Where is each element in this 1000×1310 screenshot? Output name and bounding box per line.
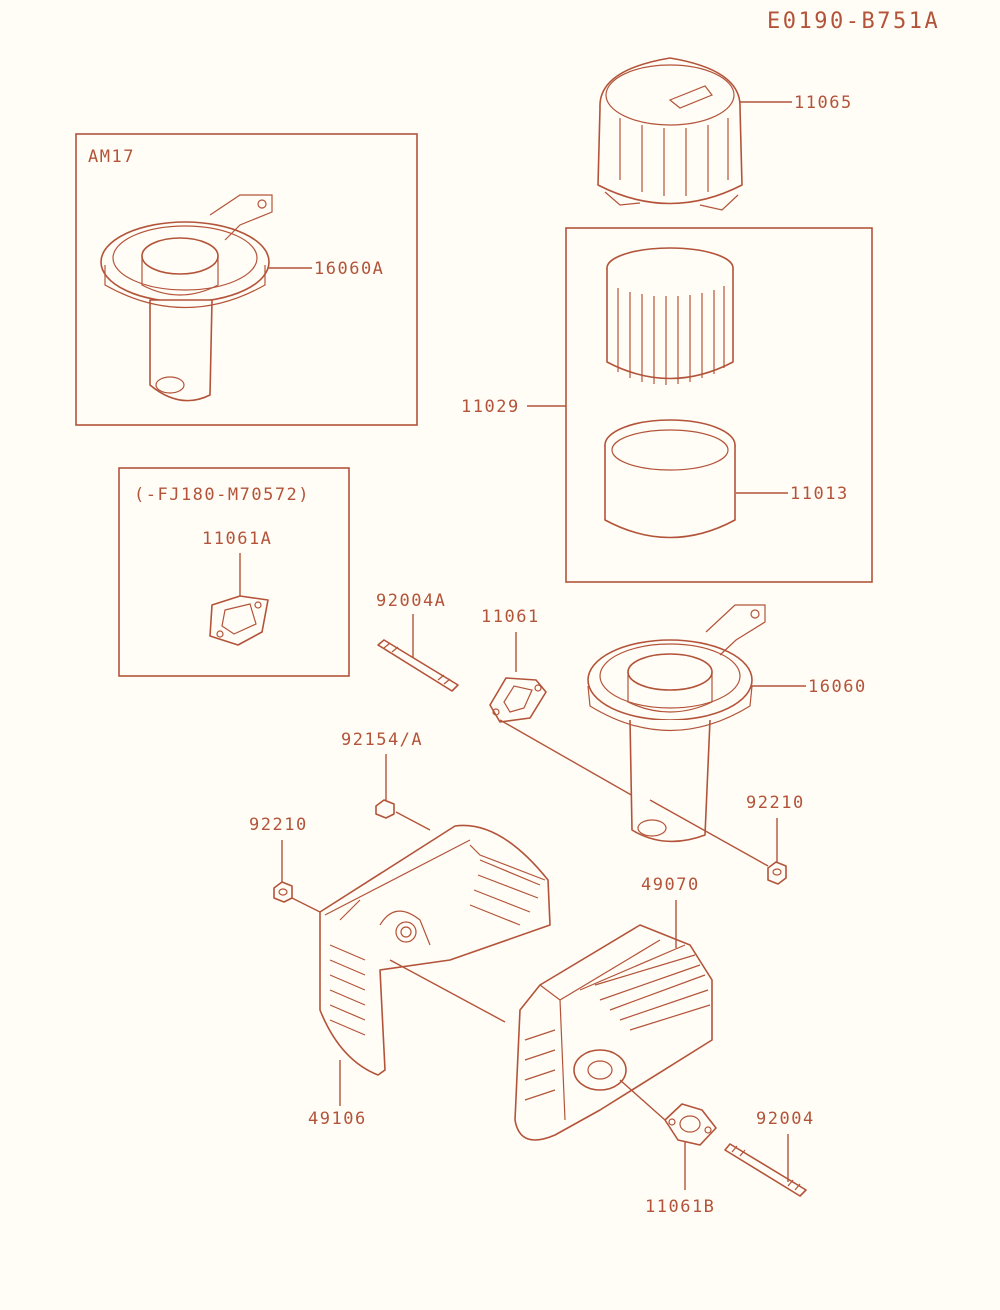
part-11061A-drawing[interactable] [209,595,269,646]
part-49070-drawing[interactable] [514,924,713,1141]
callout-49106: 49106 [308,1109,367,1129]
callout-11013: 11013 [790,484,849,504]
part-92004A-drawing[interactable] [377,639,459,692]
part-11061-drawing[interactable] [489,677,547,723]
callout-49070: 49070 [641,875,700,895]
part-92210-right-drawing[interactable] [767,861,787,885]
callout-92210-right: 92210 [746,793,805,813]
part-11029-drawing[interactable] [606,247,734,385]
part-49106-drawing[interactable] [319,824,551,1076]
part-92154-drawing[interactable] [375,799,395,819]
callout-16060: 16060 [808,677,867,697]
callout-11061A: 11061A [202,529,272,549]
fj-range-label: (-FJ180-M70572) [134,485,310,505]
part-92004-drawing[interactable] [724,1143,807,1197]
callout-11065: 11065 [794,93,853,113]
callout-16060A: 16060A [314,259,384,279]
am17-label: AM17 [88,147,135,167]
callout-92210-left: 92210 [249,815,308,835]
part-11065-drawing[interactable] [597,57,743,211]
part-92210-left-drawing[interactable] [273,881,293,903]
callout-11029: 11029 [461,397,520,417]
callout-92004A: 92004A [376,591,446,611]
part-11013-drawing[interactable] [604,419,736,539]
fj-range-box: (-FJ180-M70572) 11061A [118,467,350,677]
part-11061B-drawing[interactable] [664,1103,717,1146]
callout-92154: 92154/A [341,730,423,750]
part-16060-drawing[interactable] [587,604,766,843]
callout-92004: 92004 [756,1109,815,1129]
callout-11061B: 11061B [645,1197,715,1217]
element-box: 11029 11013 [461,227,873,583]
am17-box: AM17 16060A [75,133,418,426]
diagram-id: E0190-B751A [767,9,940,34]
callout-11061: 11061 [481,607,540,627]
part-16060A-drawing[interactable] [100,194,273,402]
